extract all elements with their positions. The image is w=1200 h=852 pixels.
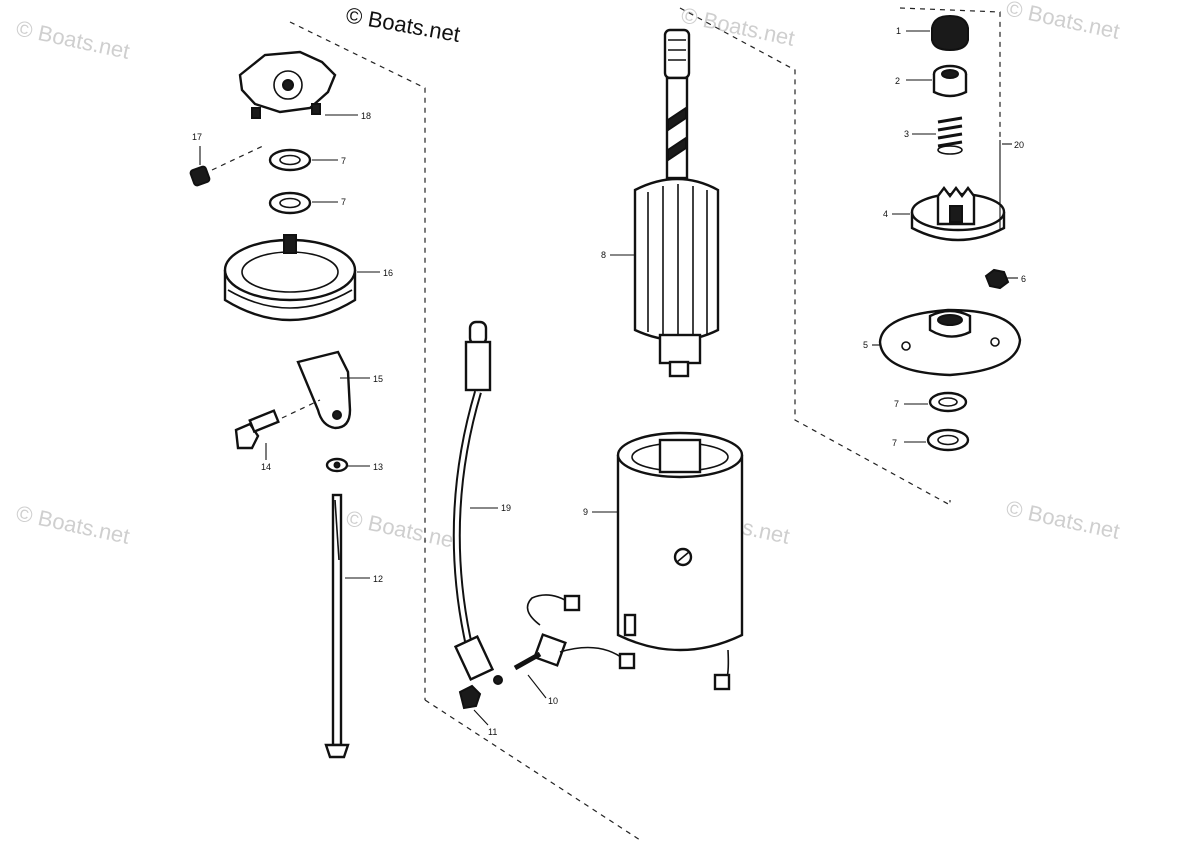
callout-18: 18 [361, 111, 371, 121]
callout-12: 12 [373, 574, 383, 584]
callout-7: 7 [341, 156, 346, 166]
callout-19: 19 [501, 503, 511, 513]
spring-part [937, 116, 963, 155]
assembly-outline-right [679, 7, 951, 507]
callout-17: 17 [192, 132, 202, 142]
watermark-text: © Boats.net [14, 15, 132, 63]
watermark-text: © Boats.net [344, 505, 462, 553]
drive-pinion-part [910, 186, 1006, 242]
pinion-nut-part [931, 14, 969, 52]
end-cap-part [223, 234, 357, 322]
terminal-nut-part [458, 684, 482, 710]
assembly-outline-left [289, 21, 426, 700]
armature-part [633, 28, 720, 378]
callout-2: 2 [895, 76, 900, 86]
callout-9: 9 [583, 507, 588, 517]
field-frame-part [616, 431, 744, 691]
callout-5: 5 [863, 340, 868, 350]
callout-10: 10 [548, 696, 558, 706]
bolt-part [234, 409, 280, 450]
leader-line [211, 144, 266, 171]
nut-part [325, 457, 349, 473]
callout-13: 13 [373, 462, 383, 472]
thrust-washer-part [268, 191, 312, 215]
watermark-text: © Boats.net [679, 2, 797, 50]
bracket-part [296, 350, 352, 430]
callout-3: 3 [904, 129, 909, 139]
screw-part [189, 165, 211, 187]
leader-line [281, 399, 321, 419]
leader-line [473, 709, 489, 726]
callout-16: 16 [383, 268, 393, 278]
callout-11: 11 [488, 727, 497, 737]
callout-6: 6 [1021, 274, 1026, 284]
callout-1: 1 [896, 26, 901, 36]
leader-line [527, 674, 547, 699]
watermark-text: © Boats.net [1004, 0, 1122, 44]
callout-7: 7 [894, 399, 899, 409]
callout-15: 15 [373, 374, 383, 384]
through-bolt-part [324, 493, 350, 759]
callout-14: 14 [261, 462, 271, 472]
callout-7: 7 [892, 438, 897, 448]
thrust-washer-part [926, 428, 970, 452]
thrust-washer-part [928, 391, 968, 413]
brush-plate-part [238, 50, 337, 119]
drive-assembly-outline [899, 7, 1001, 140]
watermark-text: © Boats.net [14, 500, 132, 548]
watermark-text: © Boats.net [1004, 495, 1122, 543]
callout-7: 7 [341, 197, 346, 207]
lock-nut-part [984, 268, 1010, 290]
callout-8: 8 [601, 250, 606, 260]
brush-terminal-part [513, 594, 636, 671]
drive-end-head-part [878, 308, 1022, 377]
cable-part [452, 320, 503, 685]
assembly-outline-bottom [424, 699, 641, 841]
callout-4: 4 [883, 209, 888, 219]
stop-collar-part [932, 64, 968, 98]
copyright-label: © Boats.net [344, 2, 462, 47]
callout-20: 20 [1014, 140, 1024, 150]
thrust-washer-part [268, 148, 312, 172]
